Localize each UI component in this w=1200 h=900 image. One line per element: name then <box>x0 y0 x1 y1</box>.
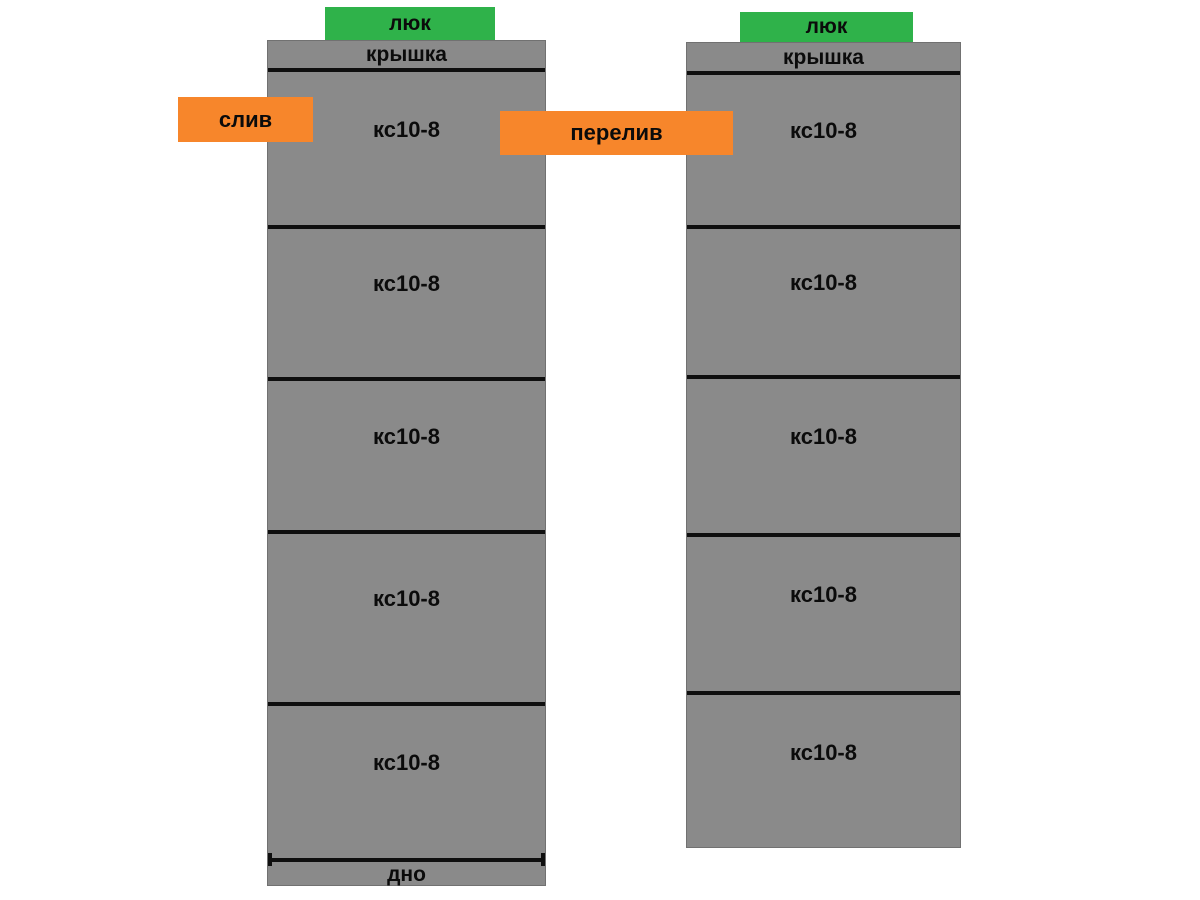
drain-label-text: слив <box>218 106 273 132</box>
bottom-label: дно <box>387 863 426 886</box>
overflow-label-text: перелив <box>570 120 663 145</box>
drain-pipe-label: слив <box>178 97 313 142</box>
well-column-left: крышка кс10-8 кс10-8 кс10-8 кс10-8 кс10-… <box>267 40 546 886</box>
bottom-dimension-line <box>268 853 545 866</box>
manhole-hatch-right: люк <box>740 12 913 42</box>
ring-label: кс10-8 <box>790 582 857 607</box>
concrete-ring: кс10-8 <box>687 691 960 848</box>
concrete-ring: кс10-8 <box>268 702 545 858</box>
ring-label: кс10-8 <box>790 118 857 143</box>
overflow-pipe-label: перелив <box>500 111 733 155</box>
hatch-label: люк <box>805 15 848 38</box>
concrete-ring: кс10-8 <box>268 530 545 702</box>
concrete-ring: кс10-8 <box>687 225 960 375</box>
cover-label: крышка <box>783 45 864 69</box>
ring-label: кс10-8 <box>373 586 440 611</box>
cover-section: крышка <box>268 41 545 68</box>
ring-label: кс10-8 <box>373 423 440 449</box>
ring-label: кс10-8 <box>373 116 440 142</box>
manhole-hatch-left: люк <box>325 7 495 40</box>
ring-label: кс10-8 <box>790 270 857 295</box>
ring-label: кс10-8 <box>373 750 440 775</box>
well-column-right: крышка кс10-8 кс10-8 кс10-8 кс10-8 кс10-… <box>686 42 961 848</box>
bottom-section: дно <box>268 853 545 886</box>
ring-label: кс10-8 <box>790 739 857 765</box>
concrete-ring: кс10-8 <box>268 377 545 530</box>
line-end-cap <box>541 853 545 866</box>
ring-label: кс10-8 <box>373 271 440 296</box>
concrete-ring: кс10-8 <box>687 533 960 691</box>
ring-label: кс10-8 <box>790 424 857 449</box>
cover-label: крышка <box>366 43 447 66</box>
line-end-cap <box>268 853 272 866</box>
cover-section: крышка <box>687 43 960 71</box>
concrete-ring: кс10-8 <box>268 68 545 225</box>
concrete-ring: кс10-8 <box>687 375 960 533</box>
concrete-ring: кс10-8 <box>687 71 960 225</box>
concrete-ring: кс10-8 <box>268 225 545 377</box>
hatch-label: люк <box>389 11 431 35</box>
